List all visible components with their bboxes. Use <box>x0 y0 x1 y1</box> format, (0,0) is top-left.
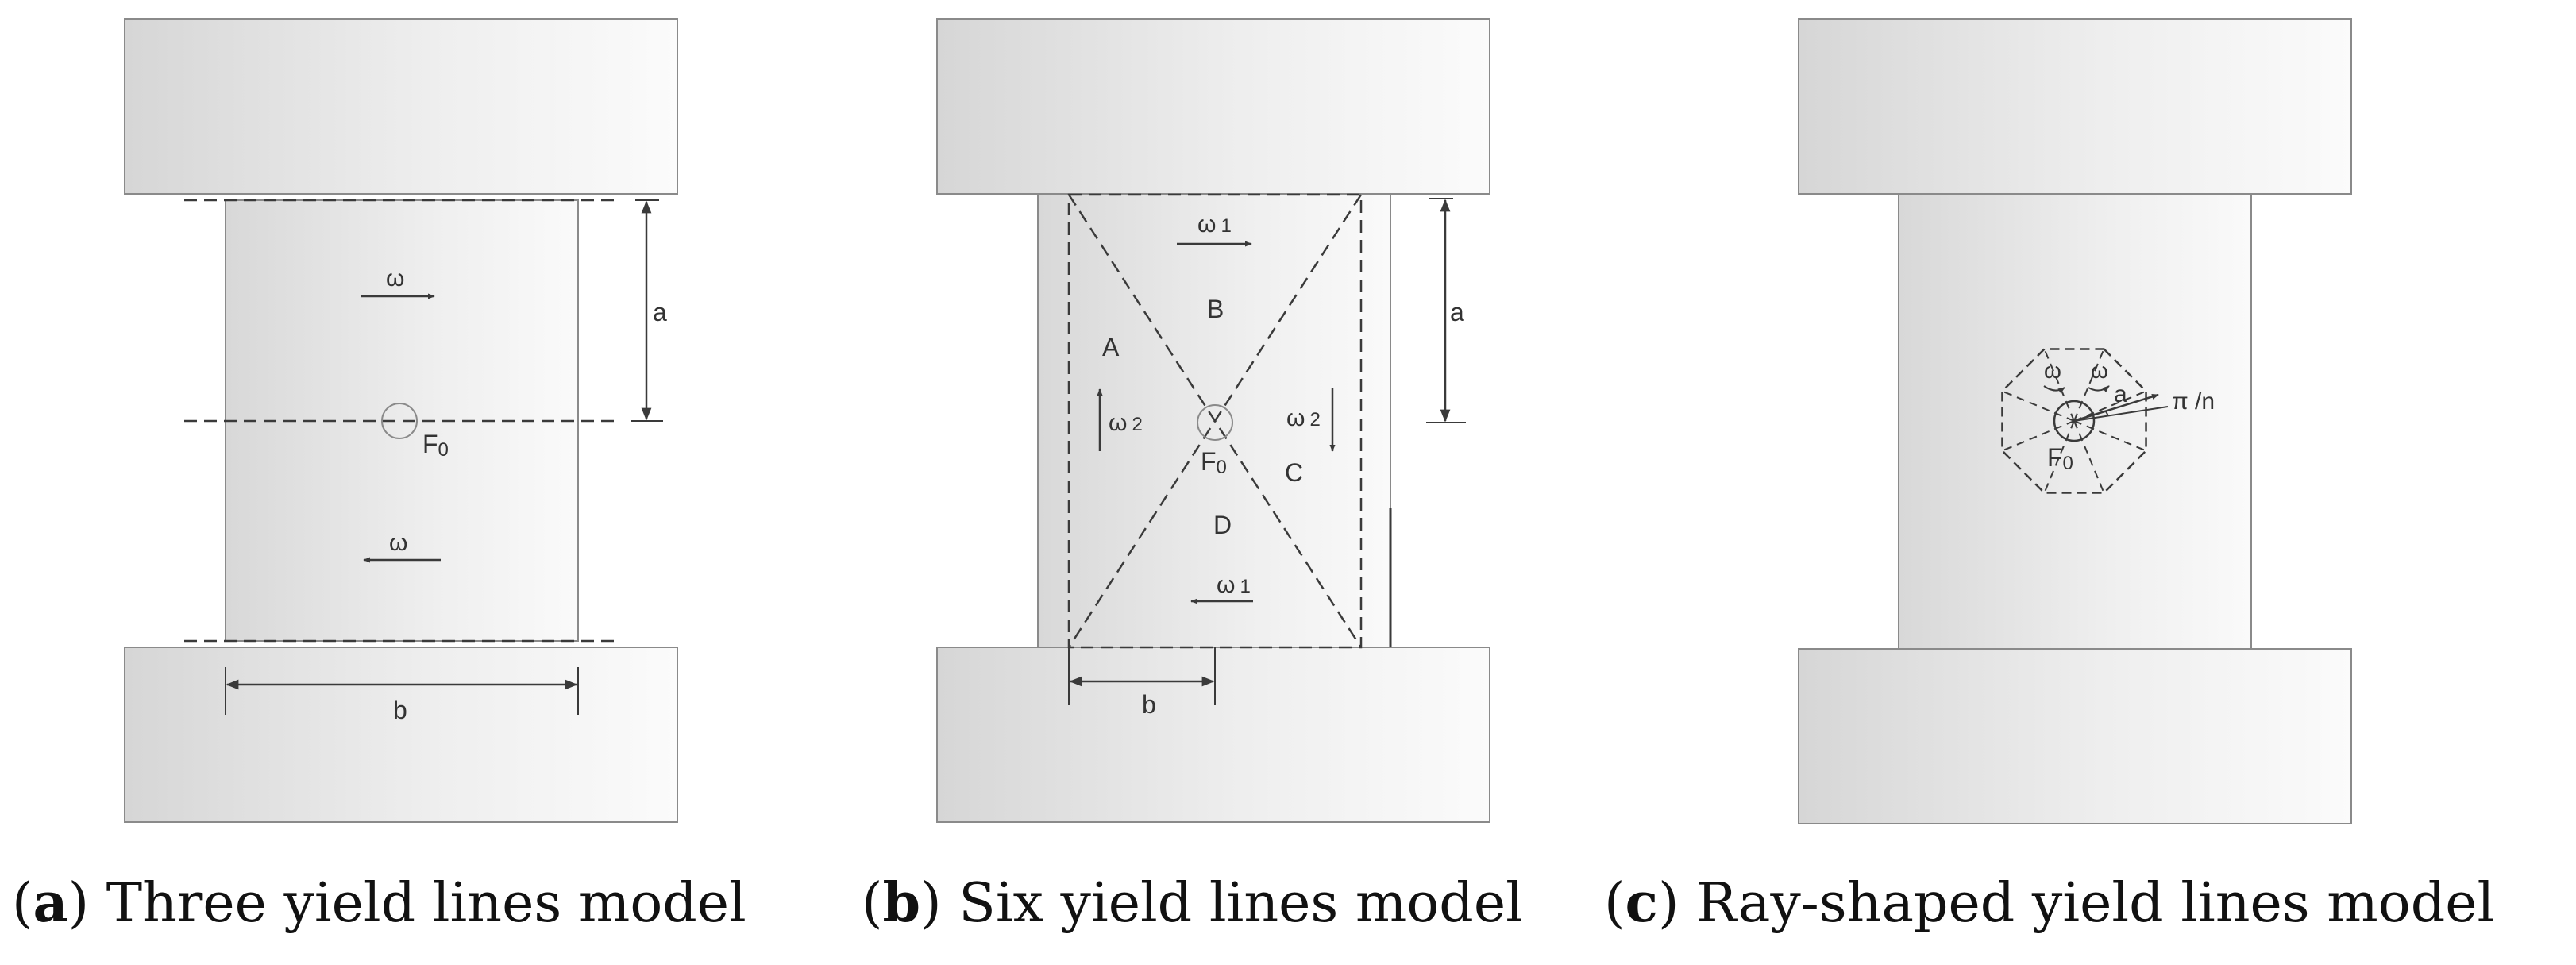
force-label: F0 <box>422 430 449 461</box>
top-plate <box>1798 18 2352 195</box>
region-a-label: A <box>1102 333 1120 361</box>
top-plate <box>936 18 1490 195</box>
dim-a-label: a <box>2114 381 2127 407</box>
region-b-label: B <box>1207 295 1224 323</box>
omega-bottom-label: ω <box>389 530 407 556</box>
omega-left-label: ω <box>2044 358 2061 383</box>
rotation-arc-right <box>2088 385 2110 392</box>
dim-a-label: a <box>1450 298 1464 326</box>
force-label: F0 <box>1201 447 1227 478</box>
ray-mechanism <box>2001 348 2147 494</box>
caption-b: (b) Six yield lines model <box>862 871 1523 935</box>
load-point-circle <box>1197 404 1233 441</box>
dim-b-label: b <box>1142 690 1156 719</box>
region-d-label: D <box>1213 511 1232 539</box>
bottom-plate <box>1798 648 2352 824</box>
angle-arc <box>2105 411 2109 417</box>
octagon-yield-boundary <box>2001 348 2147 494</box>
load-point-circle <box>381 403 418 439</box>
dim-b-label: b <box>393 696 407 724</box>
omega-top-label: ω <box>386 265 404 291</box>
panel-a: F0 ω ω a b <box>124 18 678 823</box>
caption-a: (a) Three yield lines model <box>12 871 746 935</box>
panel-c: F0 ω ω a π /n <box>1798 18 2352 824</box>
yield-boundary <box>1067 193 1363 649</box>
angle-ray <box>2073 406 2169 422</box>
rotation-arc-left <box>2043 385 2065 394</box>
region-c-label: C <box>1285 458 1303 487</box>
load-point-circle <box>2053 400 2096 442</box>
radius-line <box>2073 393 2159 423</box>
bottom-plate <box>124 647 678 823</box>
bottom-plate <box>936 647 1490 823</box>
top-plate <box>124 18 678 195</box>
angle-label: π /n <box>2172 388 2215 415</box>
omega-right-label: ω <box>2091 358 2108 383</box>
yield-diagonal-2 <box>1067 194 1363 648</box>
force-label: F0 <box>2047 443 2073 474</box>
dim-a-label: a <box>653 298 667 326</box>
caption-c: (c) Ray-shaped yield lines model <box>1604 871 2494 935</box>
